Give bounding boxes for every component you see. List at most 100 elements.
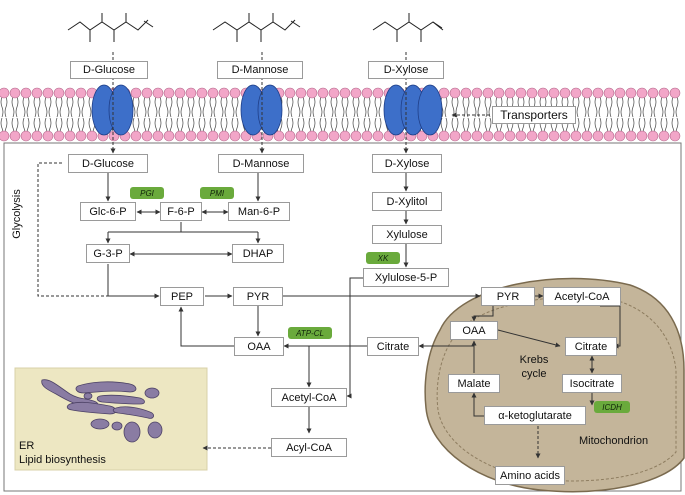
lipid-head <box>9 130 21 142</box>
node-g-3-p: G-3-P <box>86 244 130 263</box>
lipid-tail <box>33 96 41 118</box>
node-pyr: PYR <box>233 287 283 306</box>
lipid-head <box>328 130 340 142</box>
lipid-head <box>31 130 43 142</box>
lipid-head <box>493 130 505 142</box>
lipid-head <box>636 130 648 142</box>
node-f-6-p: F-6-P <box>160 202 202 221</box>
node-malate: Malate <box>448 374 500 393</box>
lipid-head <box>9 87 21 99</box>
lipid-head <box>592 87 604 99</box>
lipid-head <box>273 130 285 142</box>
lipid-tail <box>660 96 668 118</box>
cell-interior-border <box>3 142 682 492</box>
lipid-tail <box>198 96 206 118</box>
lipid-head <box>570 87 582 99</box>
lipid-head <box>317 130 329 142</box>
transporters-label: Transporters <box>492 106 576 124</box>
lipid-head <box>317 87 329 99</box>
lipid-tail <box>616 96 624 118</box>
lipid-head <box>328 87 340 99</box>
node-oaa: OAA <box>234 337 284 356</box>
lipid-head <box>361 130 373 142</box>
transporter-mannose <box>240 84 283 136</box>
lipid-head <box>460 87 472 99</box>
lipid-tail <box>77 96 85 118</box>
lipid-head <box>163 87 175 99</box>
lipid-head <box>174 87 186 99</box>
lipid-tail <box>11 96 19 118</box>
node-citrate-mito: Citrate <box>565 337 617 356</box>
krebs-cycle-line2: cycle <box>521 368 547 380</box>
lipid-head <box>669 87 681 99</box>
lipid-head <box>0 87 10 99</box>
er-label: ER <box>19 440 35 452</box>
lipid-tail <box>165 96 173 118</box>
lipid-head <box>229 87 241 99</box>
node-pep: PEP <box>160 287 204 306</box>
lipid-head <box>482 130 494 142</box>
enzyme-tag-icdh: ICDH <box>594 401 630 413</box>
lipid-tail <box>308 96 316 118</box>
lipid-tail <box>649 96 657 118</box>
enzyme-tag-pmi: PMI <box>200 187 234 199</box>
lipid-head <box>372 87 384 99</box>
lipid-tail <box>605 96 613 118</box>
lipid-head <box>75 87 87 99</box>
lipid-head <box>64 130 76 142</box>
lipid-head <box>350 87 362 99</box>
lipid-head <box>658 87 670 99</box>
enzyme-tag-xk: XK <box>366 252 400 264</box>
lipid-tail <box>0 96 8 118</box>
lipid-head <box>185 130 197 142</box>
lipid-head <box>152 130 164 142</box>
lipid-head <box>438 130 450 142</box>
node-d-xylitol: D-Xylitol <box>372 192 442 211</box>
lipid-head <box>130 130 142 142</box>
lipid-tail <box>231 96 239 118</box>
lipid-tail <box>220 96 228 118</box>
lipid-head <box>152 87 164 99</box>
node-dhap: DHAP <box>232 244 284 263</box>
lipid-head <box>416 130 428 142</box>
lipid-head <box>647 130 659 142</box>
enzyme-tag-pgi: PGI <box>130 187 164 199</box>
lipid-head <box>284 130 296 142</box>
lipid-head <box>614 87 626 99</box>
lipid-tail <box>176 96 184 118</box>
lipid-head <box>339 87 351 99</box>
node-alpha-ketoglutarate: α-ketoglutarate <box>484 406 586 425</box>
lipid-tail <box>352 96 360 118</box>
mannose-structure <box>212 13 301 42</box>
node-acetyl-coa-mito: Acetyl-CoA <box>543 287 621 306</box>
lipid-tail <box>484 96 492 118</box>
lipid-tail <box>330 96 338 118</box>
lipid-head <box>196 87 208 99</box>
pathway-connectors <box>37 52 621 459</box>
er-lipid-biosynthesis-label: Lipid biosynthesis <box>19 454 106 466</box>
lipid-head <box>218 130 230 142</box>
lipid-head <box>207 130 219 142</box>
lipid-head <box>295 130 307 142</box>
transporter-xylose <box>383 84 443 136</box>
lipid-head <box>196 130 208 142</box>
lipid-tail <box>55 96 63 118</box>
lipid-head <box>537 130 549 142</box>
lipid-head <box>526 87 538 99</box>
lipid-head <box>0 130 10 142</box>
sugar-label-mannose: D-Mannose <box>217 61 303 79</box>
lipid-tail <box>462 96 470 118</box>
lipid-tail <box>286 96 294 118</box>
lipid-head <box>284 87 296 99</box>
lipid-head <box>504 130 516 142</box>
lipid-tail <box>297 96 305 118</box>
lipid-head <box>471 87 483 99</box>
lipid-head <box>350 130 362 142</box>
lipid-head <box>141 87 153 99</box>
node-oaa-mito: OAA <box>450 321 498 340</box>
lipid-head <box>647 87 659 99</box>
lipid-tail <box>473 96 481 118</box>
lipid-head <box>53 87 65 99</box>
lipid-head <box>482 87 494 99</box>
